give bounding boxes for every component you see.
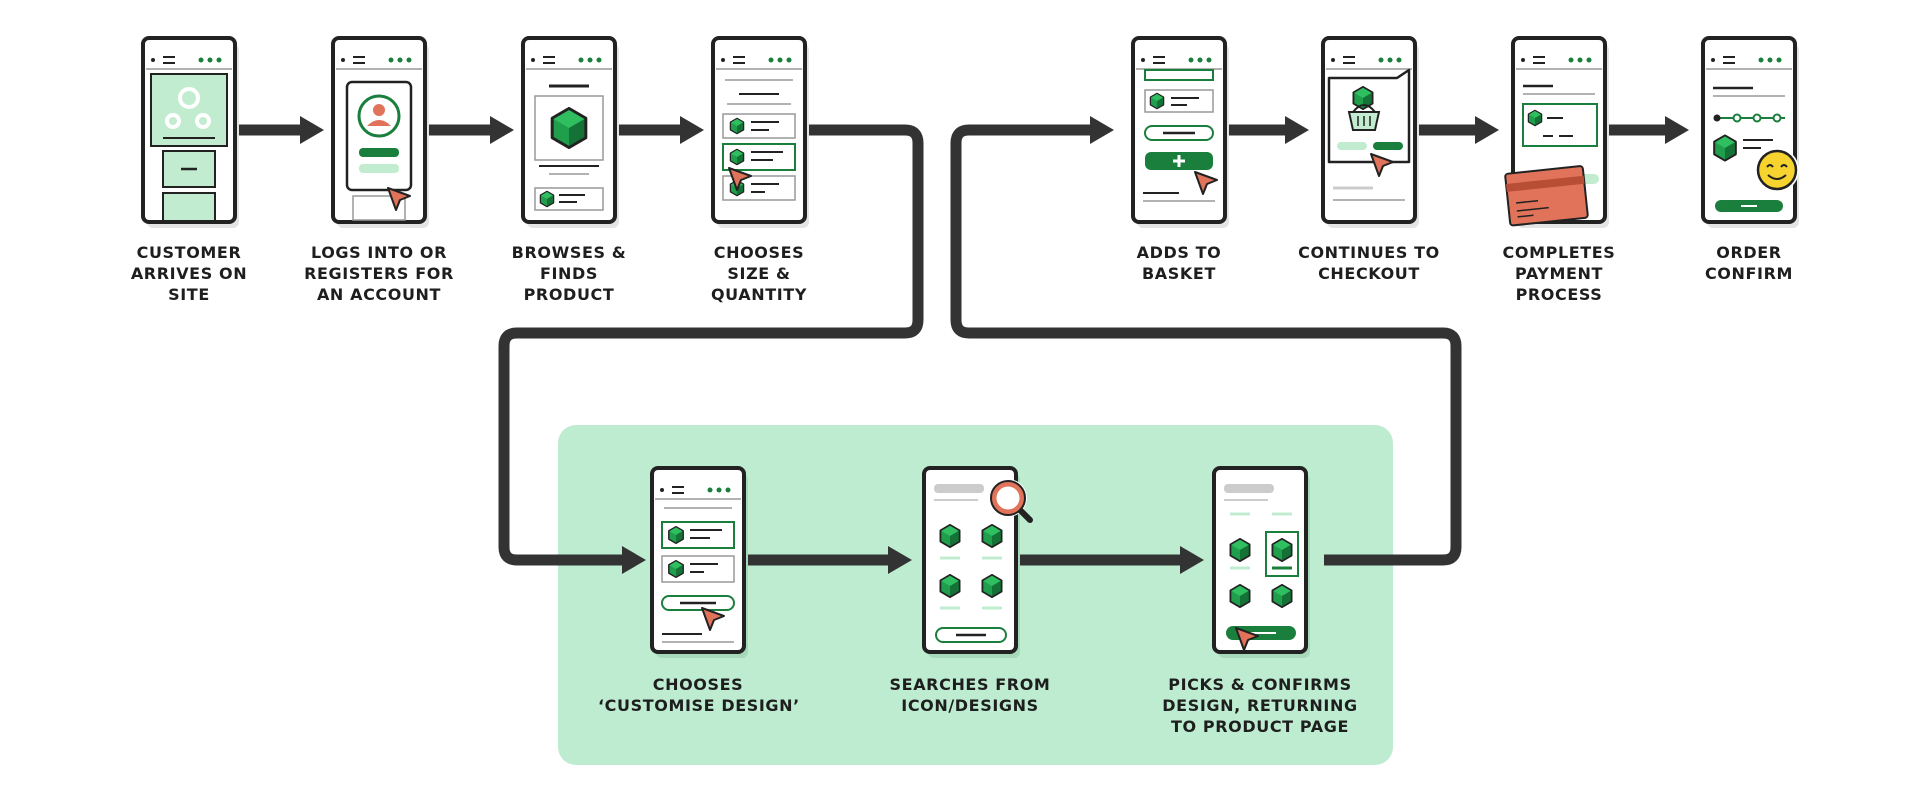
step-label-payment: COMPLETES PAYMENT PROCESS (1502, 243, 1616, 304)
credit-card-icon (1504, 165, 1589, 227)
phone-screen-customise-design (650, 466, 748, 658)
phone-screen-size-quantity (711, 36, 809, 228)
step-label-logs-into: LOGS INTO OR REGISTERS FOR AN ACCOUNT (304, 243, 454, 304)
phone-screen-checkout (1321, 36, 1419, 228)
phone-screen-confirm-design (1212, 466, 1310, 658)
phone-screen-order-confirm (1701, 36, 1799, 228)
smiley-face-icon (1755, 148, 1799, 192)
phone-screen-login (331, 36, 429, 228)
phone-screen-browse-product (521, 36, 619, 228)
step-label-browses: BROWSES & FINDS PRODUCT (511, 243, 627, 304)
step-label-order-confirm: ORDER CONFIRM (1704, 243, 1794, 283)
phone-screen-customer-arrives (141, 36, 239, 228)
step-label-customise-design: CHOOSES ‘CUSTOMISE DESIGN’ (598, 675, 800, 715)
step-label-checkout: CONTINUES TO CHECKOUT (1298, 243, 1440, 283)
basket-icon (1347, 104, 1381, 131)
step-label-adds-to-basket: ADDS TO BASKET (1136, 243, 1222, 283)
phone-screen-payment (1504, 36, 1609, 228)
phone-screen-add-to-basket (1131, 36, 1229, 228)
step-label-customer-arrives: CUSTOMER ARRIVES ON SITE (130, 243, 248, 304)
gear-icon (165, 87, 211, 129)
step-label-confirm-design: PICKS & CONFIRMS DESIGN, RETURNING TO PR… (1162, 675, 1358, 736)
phone-screen-search-designs (922, 466, 1033, 658)
user-avatar-icon (367, 104, 391, 126)
step-label-chooses-size: CHOOSES SIZE & QUANTITY (710, 243, 808, 304)
step-label-search-designs: SEARCHES FROM ICON/DESIGNS (889, 675, 1051, 715)
magnifier-icon (989, 479, 1033, 523)
connectors (237, 124, 1665, 566)
